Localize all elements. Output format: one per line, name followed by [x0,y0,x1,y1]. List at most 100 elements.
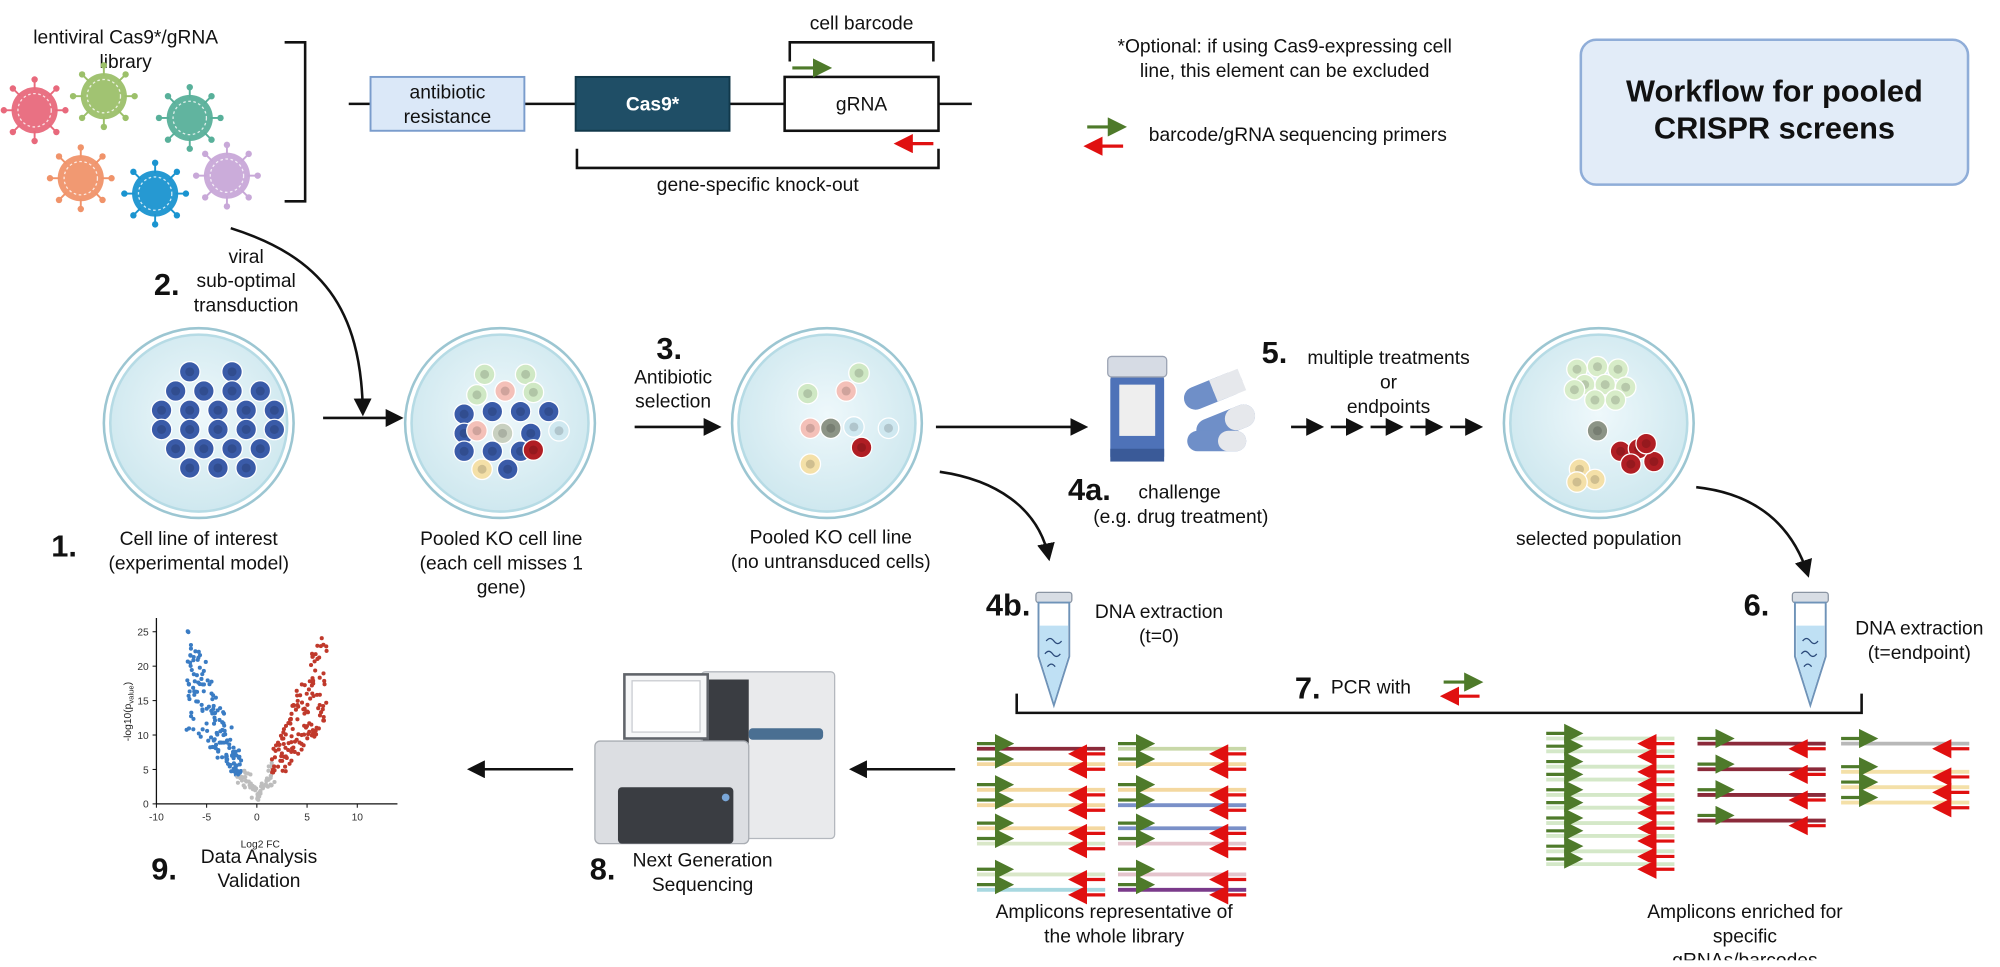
amplicon [1841,787,1970,818]
step-1-line1: Cell line of interest [120,529,279,550]
tube-endpoint-icon [1791,591,1829,709]
cas9-box [574,75,731,132]
cell [249,437,272,460]
volcano-point [272,755,277,760]
cas9-label: Cas9* [626,94,680,115]
amplicon [1117,790,1247,820]
volcano-point [193,649,198,654]
amplicon [1117,749,1247,779]
amplicon [976,790,1106,820]
volcano-point [301,743,306,748]
sequencer-icon [594,671,836,845]
volcano-point [286,721,291,726]
volcano-point [189,668,194,673]
step-7: 7. PCR with [1015,671,1863,715]
volcano-point [188,714,194,719]
cell [263,399,286,422]
x-tick-label: -5 [202,813,211,824]
cell [235,399,258,422]
y-tick-label: 15 [137,696,149,707]
volcano-point [313,668,318,673]
step-6-line2: (t=endpoint) [1868,643,1971,664]
pill-capsule-icons [1183,368,1256,452]
amplicons-whole-library [976,734,1247,905]
step-8-number: 8. [590,852,616,887]
volcano-point [235,769,241,774]
volcano-point [228,762,233,767]
step-2-line1: viral [229,247,264,268]
volcano-points [184,629,329,802]
y-tick-label: 20 [137,662,149,673]
volcano-point [185,629,190,634]
volcano-point [304,709,309,714]
step-8: 8. Next Generation Sequencing [590,851,773,896]
volcano-point [222,723,227,728]
volcano-point [311,693,316,699]
volcano-point [283,745,288,750]
volcano-point [269,760,274,765]
volcano-point [253,788,258,793]
volcano-point [230,753,235,758]
amplicons-all-label: Amplicons representative of the whole li… [996,902,1234,947]
amplicon [976,734,1106,764]
volcano-point [188,646,193,651]
volcano-point [255,796,260,801]
volcano-point [269,757,275,762]
amplicon [1697,754,1826,785]
virus-particle [0,76,69,145]
amplicon [1117,859,1247,890]
amplicons-all-line2: the whole library [1044,926,1184,947]
tube-t0-icon [1035,591,1073,709]
volcano-point [189,710,194,715]
volcano-point [199,676,204,682]
volcano-point [275,764,281,769]
volcano-point [294,688,299,693]
volcano-point [310,651,315,656]
volcano-point [315,643,320,648]
library-bracket [284,41,307,203]
volcano-point [211,738,216,743]
volcano-point [197,665,202,670]
volcano-point [220,755,225,760]
volcano-point [191,654,196,660]
volcano-point [208,735,214,740]
antibiotic-label-1: antibiotic [410,83,486,104]
amplicon [976,875,1106,905]
volcano-point [310,728,315,733]
volcano-point [304,691,309,696]
amplicon [976,813,1106,843]
cell [1635,432,1658,455]
cell [150,399,173,422]
volcano-point [287,761,292,766]
step-1-line2: (experimental model) [108,553,289,574]
volcano-point [322,678,327,684]
volcano-point [214,742,219,747]
amplicon [976,775,1106,805]
volcano-point [258,788,263,794]
volcano-point [286,741,291,746]
volcano-point [270,770,275,775]
step-1: 1. Cell line of interest (experimental m… [51,528,289,574]
volcano-point [288,716,293,721]
step-3-line1: Antibiotic [634,367,712,388]
cell [509,400,532,423]
volcano-point [188,642,193,648]
volcano-point [283,732,288,737]
step-4b-line2: (t=0) [1139,626,1179,647]
step-5-number: 5. [1262,335,1288,370]
virus-particle [121,159,190,228]
volcano-point [235,780,240,785]
cell [848,362,870,384]
vector-construct: antibiotic resistance Cas9* gRNA cell ba… [348,13,972,196]
cell [1584,389,1606,411]
volcano-point [243,778,248,783]
primers-legend-label: barcode/gRNA sequencing primers [1149,125,1447,146]
step-2-line2: sub-optimal [196,271,295,292]
volcano-point [195,657,200,662]
cell [235,418,258,441]
volcano-point [301,707,306,712]
volcano-point [188,653,193,658]
volcano-point [239,774,244,779]
volcano-point [206,738,211,743]
volcano-point [295,702,300,708]
